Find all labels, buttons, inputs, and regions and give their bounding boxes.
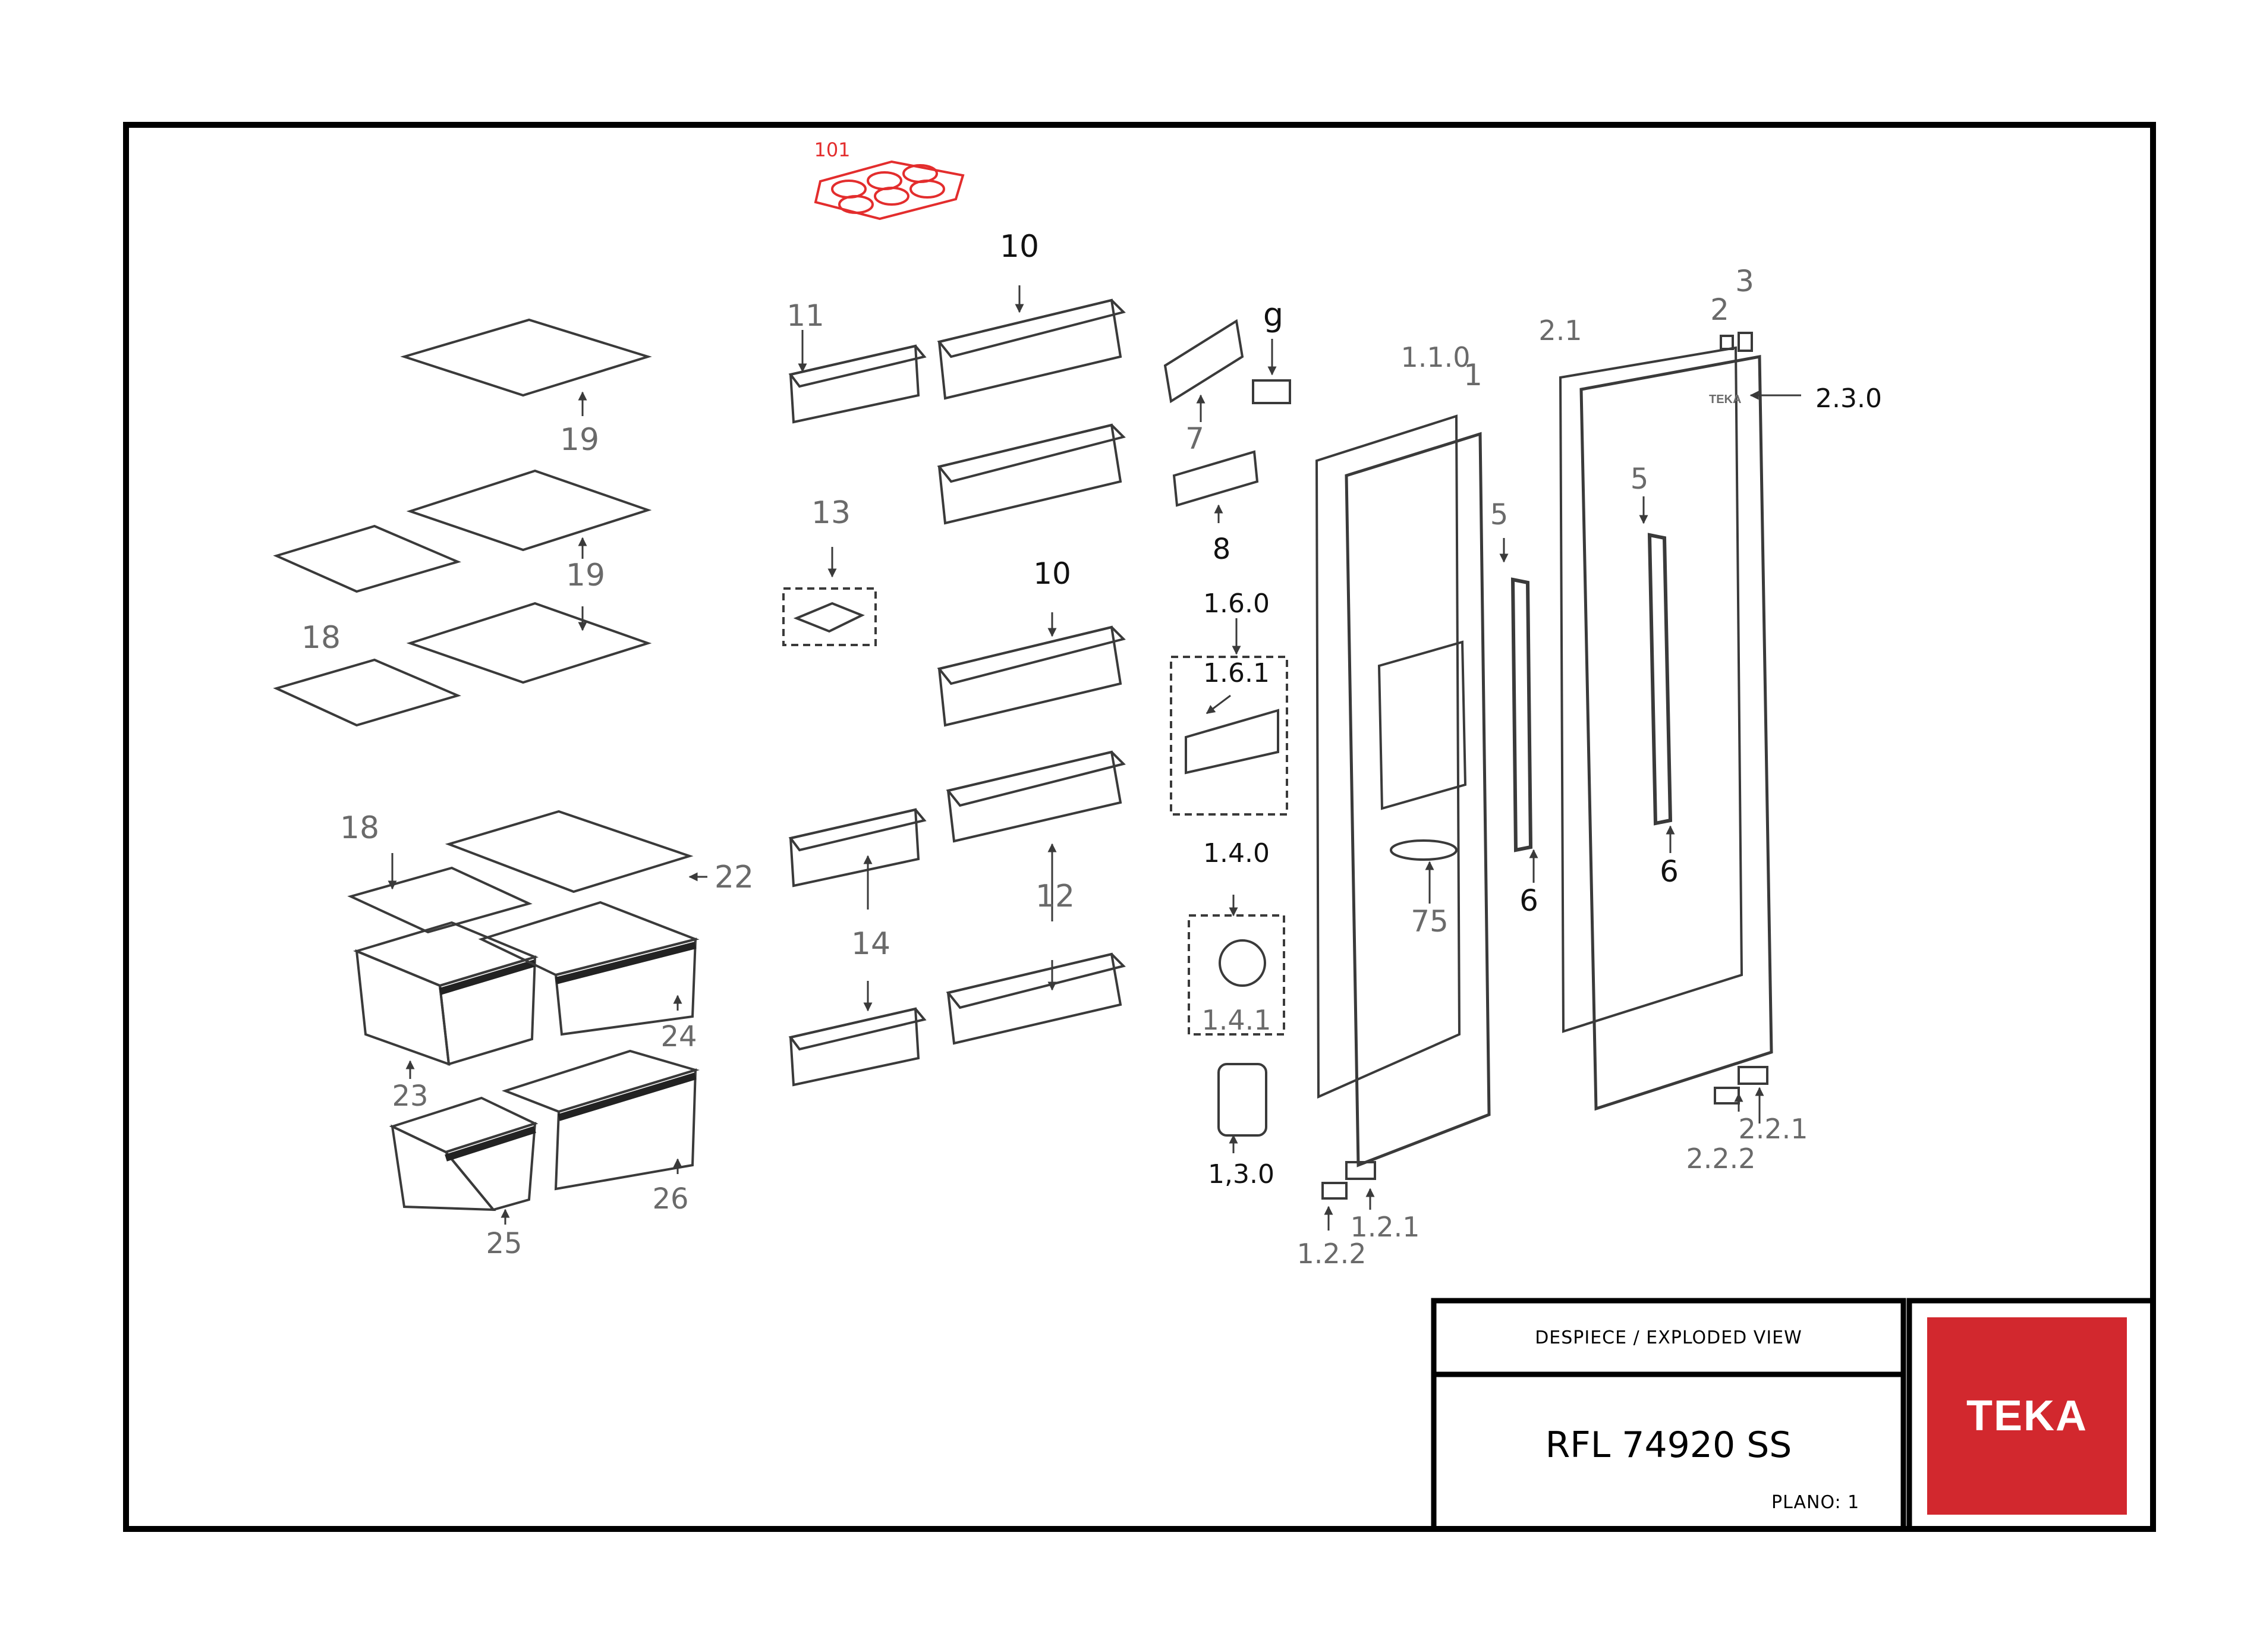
part-1-4-1-motor [1219, 939, 1266, 987]
door-bin-11 [788, 344, 927, 424]
title-block-plano: PLANO: 1 [1771, 1492, 1860, 1513]
crisper-cover-18 [347, 866, 533, 934]
callout-2-3-0: 2.3.0 [1815, 383, 1882, 414]
hinge-1-2-1 [1345, 1161, 1376, 1180]
part-2-hinge-top [1720, 335, 1734, 350]
callout-10-middle: 10 [1033, 556, 1071, 591]
part-1-3-0-valve [1217, 1063, 1267, 1137]
part-9-sensor-box [1252, 379, 1291, 404]
drawer-24 [478, 901, 700, 1036]
callout-24: 24 [660, 1020, 697, 1053]
callout-18-bottom: 18 [340, 810, 379, 846]
drawer-26 [502, 1049, 700, 1191]
callout-1-6-0: 1.6.0 [1203, 589, 1270, 619]
callout-2-1: 2.1 [1538, 314, 1582, 347]
part-1-6-0-box [1170, 656, 1288, 816]
handle-6-right [1647, 533, 1673, 826]
door-2 [1579, 355, 1773, 1111]
callout-2-2-2: 2.2.2 [1686, 1143, 1755, 1175]
callout-6-left: 6 [1519, 883, 1538, 918]
callout-6-right: 6 [1660, 854, 1679, 889]
callout-8: 8 [1213, 533, 1231, 566]
callout-1-6-1: 1.6.1 [1203, 658, 1270, 688]
glass-shelf-19-middle [406, 469, 652, 552]
callout-3: 3 [1735, 264, 1754, 298]
door-bin-10-a [937, 298, 1126, 400]
callout-1-3-0: 1,3.0 [1208, 1159, 1274, 1190]
gasket-2-1 [1559, 346, 1743, 1033]
drawing-frame [123, 122, 2156, 1532]
half-shelf-18-bottom [273, 658, 461, 727]
callout-1-2-2: 1.2.2 [1296, 1238, 1366, 1270]
glass-shelf-19-bottom [406, 602, 652, 684]
callout-1-2-1: 1.2.1 [1350, 1211, 1420, 1243]
callout-19-top: 19 [560, 422, 599, 458]
door-brand-mark: TEKA [1709, 393, 1741, 406]
callout-5-left: 5 [1490, 498, 1509, 531]
callout-22: 22 [715, 860, 754, 895]
title-block-model: RFL 74920 SS [1545, 1424, 1792, 1466]
callout-10-top: 10 [1000, 229, 1039, 265]
callout-12: 12 [1035, 879, 1075, 914]
drawer-23 [353, 921, 539, 1066]
callout-1-4-0: 1.4.0 [1203, 838, 1270, 869]
callout-1-4-1: 1.4.1 [1201, 1004, 1271, 1036]
part-3-cap [1738, 332, 1753, 352]
hinge-2-2-2 [1714, 1087, 1740, 1105]
ice-dispenser-recess [1377, 640, 1467, 810]
door-bin-12-b [946, 952, 1126, 1045]
hinge-1-2-2 [1321, 1182, 1348, 1200]
part-8-panel [1172, 450, 1259, 507]
part-13-cup [793, 602, 865, 633]
part-75-tray [1390, 839, 1458, 861]
half-shelf-18-top [273, 524, 461, 593]
drawer-25 [389, 1096, 539, 1212]
handle-6-left [1510, 577, 1533, 852]
callout-7: 7 [1185, 421, 1204, 456]
callout-19-middle: 19 [566, 558, 605, 593]
callout-2-2-1: 2.2.1 [1738, 1113, 1808, 1145]
hinge-2-2-1 [1738, 1066, 1768, 1085]
callout-13: 13 [811, 495, 851, 531]
callout-14: 14 [851, 926, 890, 962]
door-bin-10-b [937, 423, 1126, 525]
leader-lines [388, 285, 1801, 1231]
callout-labels: 101 10 11 g 7 8 1.1.0 1 2.1 2 3 2.3.0 19… [301, 139, 1882, 1270]
callout-26: 26 [652, 1182, 688, 1216]
part-7-control-board [1163, 319, 1244, 404]
door-bin-14-upper [788, 808, 927, 888]
callout-9: g [1263, 296, 1283, 333]
brand-logo: TEKA [1927, 1317, 2127, 1515]
title-block-view-label: DESPIECE / EXPLODED VIEW [1535, 1327, 1802, 1348]
callout-101: 101 [814, 139, 850, 161]
glass-shelf-19-top [400, 318, 652, 397]
part-13-box [782, 587, 877, 646]
callout-18-top: 18 [301, 620, 341, 656]
door-bin-12-a [946, 750, 1126, 843]
callout-23: 23 [392, 1080, 428, 1113]
door-1 [1345, 432, 1491, 1168]
callout-5-right: 5 [1631, 462, 1649, 496]
gasket-1-1-0 [1315, 414, 1461, 1099]
callout-1-1-0: 1.1.0 [1400, 341, 1470, 373]
callout-25: 25 [486, 1227, 522, 1260]
callout-75: 75 [1411, 904, 1449, 939]
part-1-6-0-module [1185, 709, 1279, 775]
callout-11: 11 [786, 298, 824, 333]
title-block-lines [1431, 1298, 2156, 1532]
brand-logo-text: TEKA [1966, 1392, 2088, 1440]
part-101-egg-tray [814, 160, 965, 221]
callout-1: 1 [1463, 358, 1483, 392]
callout-2: 2 [1710, 292, 1729, 327]
door-bin-10-c [937, 625, 1126, 727]
crisper-cover-22 [445, 810, 694, 893]
door-bin-14-lower [788, 1007, 927, 1087]
